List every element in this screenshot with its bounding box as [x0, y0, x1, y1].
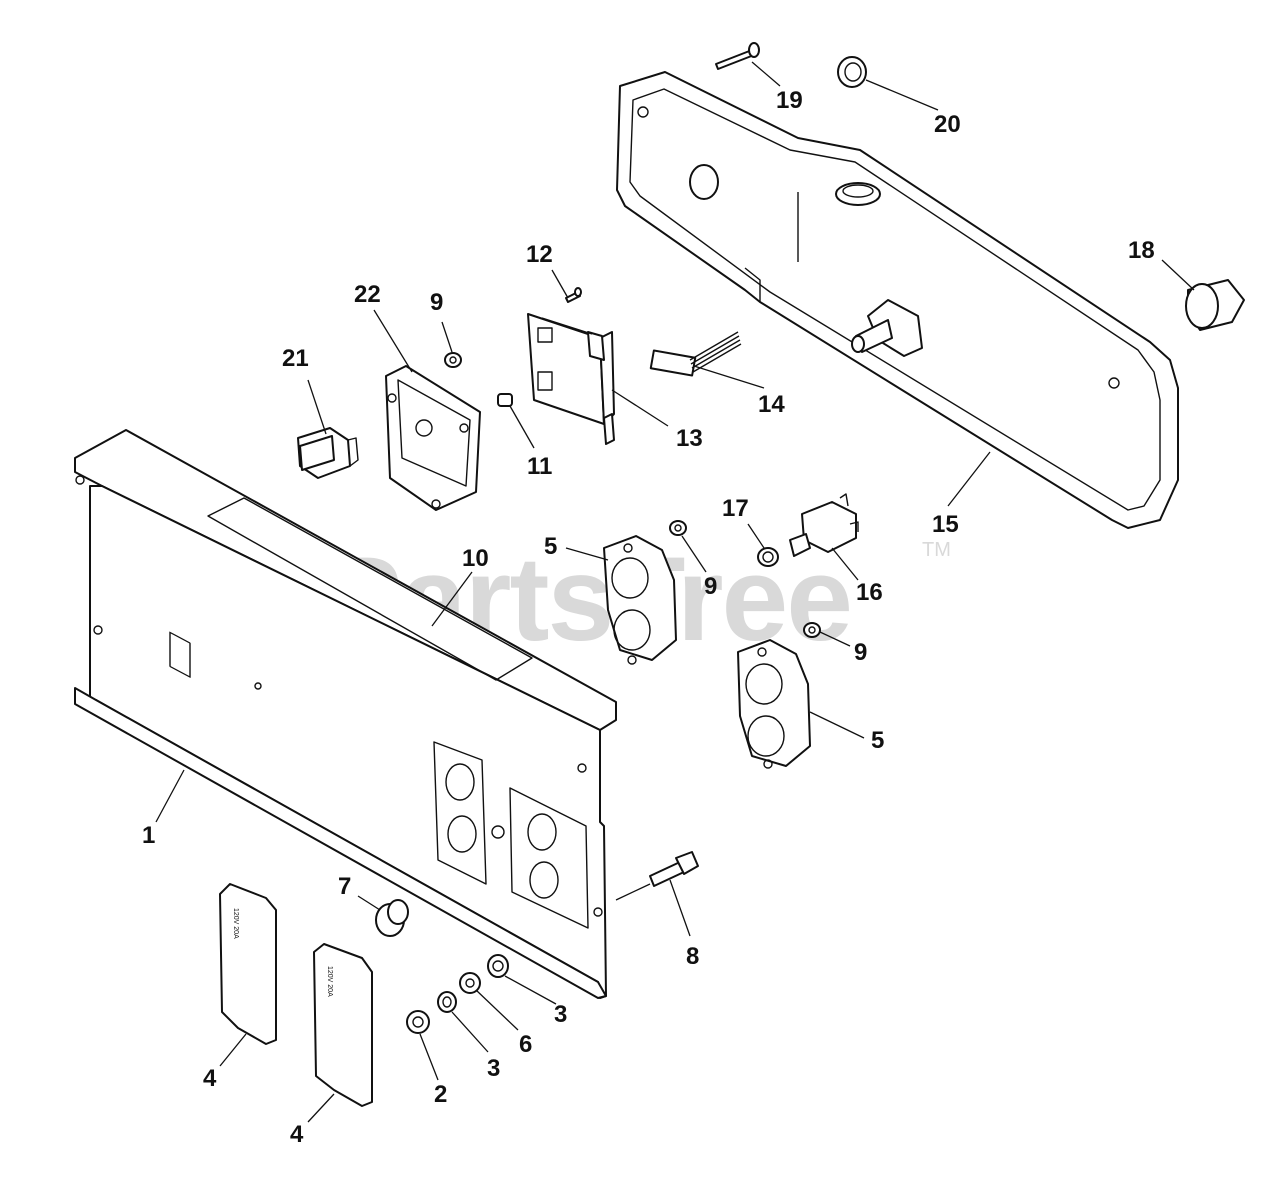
callout-19: 19 — [776, 87, 803, 114]
callout-17: 17 — [722, 495, 749, 522]
callout-22: 22 — [354, 281, 381, 308]
callout-3: 3 — [554, 1001, 567, 1028]
callout-12: 12 — [526, 241, 553, 268]
callout-1: 1 — [142, 822, 155, 849]
callout-14: 14 — [758, 391, 785, 418]
part-14-harness — [649, 331, 742, 377]
part-8-bolt — [649, 851, 699, 887]
callout-21: 21 — [282, 345, 309, 372]
part-9-washer-mid — [669, 520, 687, 536]
part-18-plug — [1185, 279, 1245, 331]
part-1-control-panel — [74, 429, 617, 999]
callout-2: 2 — [434, 1081, 447, 1108]
callout-13: 13 — [676, 425, 703, 452]
leader-lines — [155, 61, 1195, 1123]
part-3-washer-upper — [487, 954, 509, 978]
callout-15: 15 — [932, 511, 959, 538]
callout-11: 11 — [527, 453, 552, 480]
part-15-housing — [616, 71, 1179, 529]
part-22-bracket — [385, 365, 481, 511]
callout-4: 4 — [290, 1121, 304, 1148]
part-5-outlet-upper — [603, 535, 677, 665]
cover-right-label: 120V 20A — [326, 966, 333, 997]
callout-9: 9 — [854, 639, 867, 666]
callout-6: 6 — [519, 1031, 532, 1058]
part-4-cover-right: 120V 20A — [313, 943, 373, 1107]
part-21-switch — [297, 427, 359, 479]
callout-5: 5 — [544, 533, 557, 560]
part-2-nut — [406, 1010, 430, 1034]
cover-left-label: 120V 20A — [232, 908, 239, 939]
callout-4: 4 — [203, 1065, 217, 1092]
callout-20: 20 — [934, 111, 961, 138]
part-3-washer-lower — [437, 991, 457, 1013]
callout-16: 16 — [856, 579, 883, 606]
part-4-cover-left: 120V 20A — [219, 883, 277, 1045]
callout-9: 9 — [704, 573, 717, 600]
part-20-grommet — [837, 56, 867, 88]
callout-3: 3 — [487, 1055, 500, 1082]
part-7-knob — [375, 899, 409, 937]
part-13-circuit-board — [527, 313, 615, 445]
part-5-outlet-lower — [737, 639, 811, 769]
part-12-screw — [565, 287, 582, 303]
callout-10: 10 — [462, 545, 489, 572]
watermark-tm: TM — [922, 539, 951, 561]
callout-5: 5 — [871, 727, 884, 754]
part-19-pin — [715, 42, 760, 70]
callout-8: 8 — [686, 943, 699, 970]
part-6-nut — [459, 972, 481, 994]
part-9-washer-top — [444, 352, 462, 368]
part-9-washer-right — [803, 622, 821, 638]
callout-18: 18 — [1128, 237, 1155, 264]
part-17-washer — [757, 547, 779, 567]
part-11-standoff — [497, 393, 513, 407]
part-16-breaker — [789, 493, 859, 557]
callout-7: 7 — [338, 873, 351, 900]
callouts: 1 2 3 3 4 4 5 5 6 7 8 9 9 9 10 11 12 13 … — [142, 87, 1155, 1148]
callout-9: 9 — [430, 289, 443, 316]
